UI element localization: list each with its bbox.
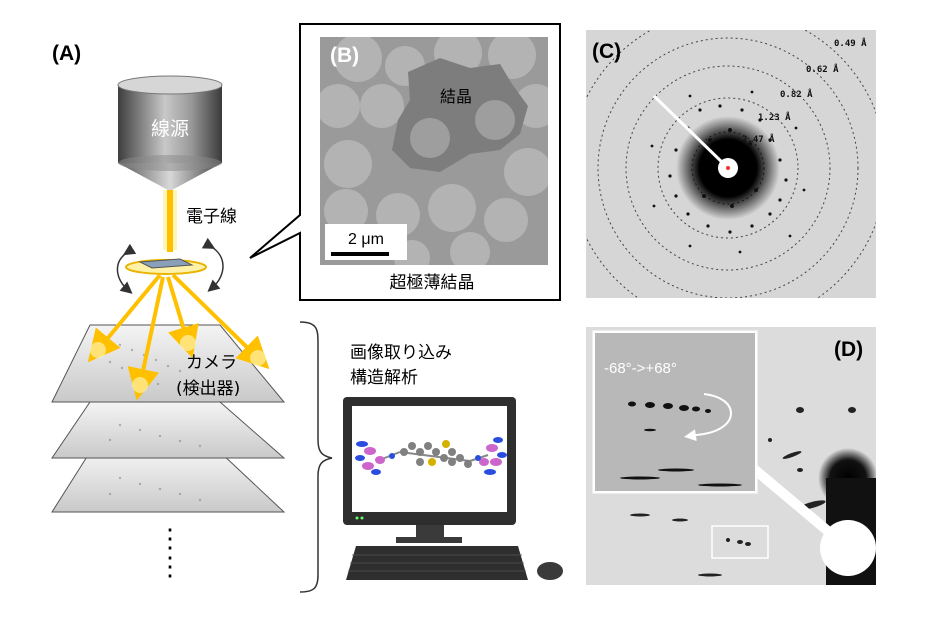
rotate-arrow-right: [201, 237, 224, 292]
frame-spots: [630, 407, 856, 577]
scale-bar: [331, 252, 389, 256]
micrograph: 結晶 2 μm (B): [320, 37, 548, 265]
rotation-arrow: [684, 393, 732, 442]
diffraction-spots: [650, 90, 806, 254]
detector-stack: ⋮ ⋮: [51, 324, 286, 581]
panel-a: (A) 線源 電子線: [51, 42, 563, 593]
computer-illustration: [343, 397, 563, 580]
ring-label-247: 2.47 Å: [742, 134, 775, 145]
electron-beam: 電子線: [163, 190, 237, 252]
beam-label: 電子線: [186, 207, 237, 227]
molecule-structure: [355, 437, 507, 475]
beam-stop: [652, 94, 730, 170]
zoom-region-box: [711, 525, 769, 559]
ring-label-123: 1.23 Å: [758, 112, 791, 123]
zoom-inset: -68°->+68°: [592, 330, 758, 494]
ellipsis-2: ⋮: [157, 551, 183, 581]
ring-label-049: 0.49 Å: [834, 38, 867, 49]
panel-d: -68°->+68° (D): [586, 327, 876, 585]
camera-label: カメラ: [186, 353, 237, 373]
scale-bar-label: 2 μm: [348, 231, 384, 248]
beam-stop-disc: [820, 520, 876, 576]
panel-b-label: (B): [330, 44, 359, 67]
panel-d-label: (D): [834, 338, 863, 361]
electron-source: 線源: [117, 75, 223, 190]
analysis-label-2: 構造解析: [350, 368, 418, 388]
brace: [299, 321, 333, 593]
ellipsis: ⋮: [157, 523, 183, 553]
detector-label: (検出器): [176, 379, 240, 399]
panel-c-label: (C): [592, 40, 621, 63]
panel-a-label: (A): [52, 42, 81, 65]
ring-label-082: 0.82 Å: [780, 89, 813, 100]
diffracted-beams: [87, 273, 270, 401]
sample-stage: [116, 237, 224, 294]
ring-label-062: 0.62 Å: [806, 64, 839, 75]
analysis-label-1: 画像取り込み: [350, 343, 452, 363]
tilt-range-label: -68°->+68°: [604, 360, 677, 377]
panel-c: 0.49 Å 0.62 Å 0.82 Å 1.23 Å 2.47 Å (C): [586, 30, 876, 298]
panel-b-caption: 超極薄結晶: [390, 273, 475, 293]
crystal-label: 結晶: [440, 87, 472, 106]
panel-b: 結晶 2 μm (B) 超極薄結晶: [249, 23, 561, 301]
mouse: [537, 562, 563, 580]
source-label: 線源: [151, 118, 189, 140]
rotate-arrow-left: [116, 243, 137, 294]
